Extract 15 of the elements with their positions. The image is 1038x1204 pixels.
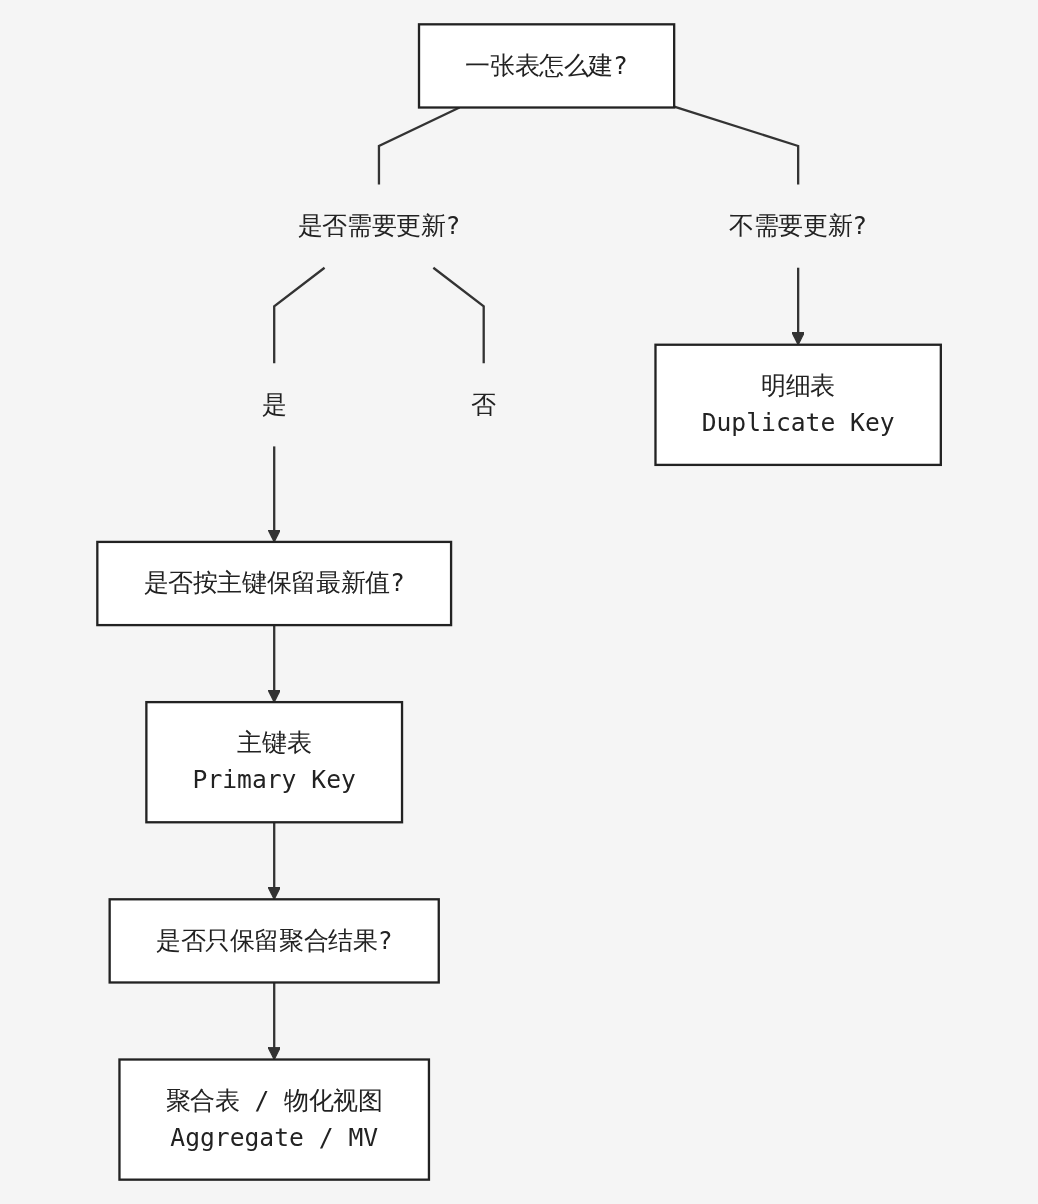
node-text: 否 [471,389,496,419]
node-box: 主键表 Primary Key [145,700,404,824]
node-box: 一张表怎么建? [417,23,676,109]
connector [432,266,485,364]
connector [673,105,800,185]
node-box: 是否只保留聚合结果? [108,898,440,984]
node-box: 明细表 Duplicate Key [654,343,942,467]
node-box: 是否按主键保留最新值? [96,540,453,627]
node-text: 是否需要更新? [297,210,461,240]
node-text: 不需要更新? [729,210,868,240]
connector [272,266,326,364]
arrow [267,822,281,900]
node-text: 是 [261,389,287,419]
node-box: 聚合表 / 物化视图 Aggregate / MV [118,1058,431,1181]
arrow [267,625,281,703]
